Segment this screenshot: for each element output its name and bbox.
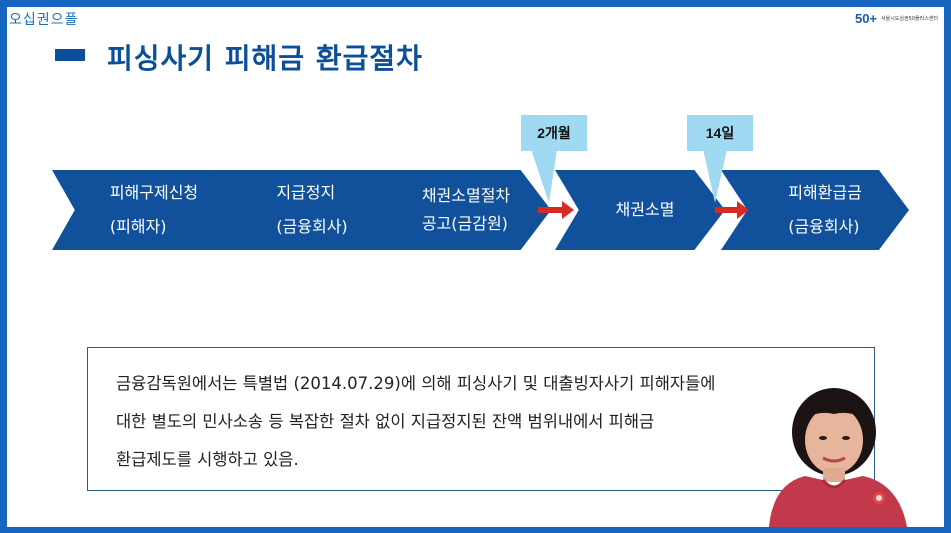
logo-left: 오십권으플: [9, 9, 78, 29]
red-arrow-1: [538, 201, 574, 219]
slide-frame: 오십권으플 50+ 서울시도심권50플러스센터 피싱사기 피해금 환급절차 피해…: [7, 7, 944, 527]
step-2-line2: (금융회사): [276, 217, 348, 236]
description-line-3: 환급제도를 시행하고 있음.: [116, 450, 299, 469]
step-1-line1: 피해구제신청: [109, 183, 199, 202]
step-3-chevron: 채권소멸절차 공고(금감원): [361, 170, 551, 250]
callout-2months: 2개월: [521, 115, 587, 151]
title-marker: [55, 49, 85, 61]
callout-2months-tail: [531, 149, 557, 203]
description-line-1: 금융감독원에서는 특별법 (2014.07.29)에 의해 피싱사기 및 대출빙…: [116, 374, 716, 393]
step-1-line2: (피해자): [109, 217, 167, 236]
step-5-chevron: 피해환급금 (금융회사): [721, 170, 909, 250]
step-5-line1: 피해환급금: [788, 183, 862, 202]
step-2-line1: 지급정지: [276, 183, 336, 202]
step-2-chevron: 지급정지 (금융회사): [207, 170, 397, 250]
presenter-video: [759, 380, 944, 527]
step-4-line1: 채권소멸: [615, 200, 675, 219]
callout-14days-tail: [703, 149, 727, 203]
callout-14days-label: 14일: [705, 125, 735, 141]
logo-left-text: 오십권으플: [9, 12, 79, 28]
step-5-line2: (금융회사): [788, 217, 860, 236]
description-line-2: 대한 별도의 민사소송 등 복잡한 절차 없이 지급정지된 잔액 범위내에서 피…: [116, 412, 655, 431]
slide-title: 피싱사기 피해금 환급절차: [107, 42, 423, 75]
step-3-line1: 채권소멸절차: [421, 186, 511, 205]
step-1-chevron: 피해구제신청 (피해자): [52, 170, 242, 250]
callout-2months-label: 2개월: [537, 125, 571, 141]
logo-right-number: 50+: [854, 11, 878, 26]
step-4-chevron: 채권소멸: [555, 170, 725, 250]
logo-right: 50+ 서울시도심권50플러스센터: [855, 11, 938, 26]
step-3-line2: 공고(금감원): [421, 214, 508, 233]
logo-right-text: 서울시도심권50플러스센터: [881, 15, 938, 22]
red-arrow-2: [715, 201, 749, 219]
callout-14days: 14일: [687, 115, 753, 151]
description-box: 금융감독원에서는 특별법 (2014.07.29)에 의해 피싱사기 및 대출빙…: [87, 347, 875, 491]
